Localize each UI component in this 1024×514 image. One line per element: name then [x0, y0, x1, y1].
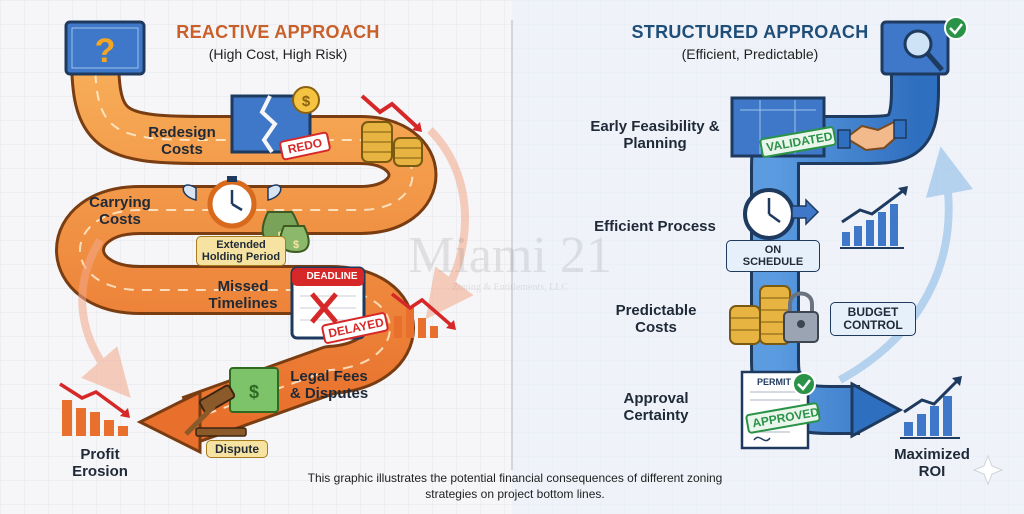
reactive-sweep-right: [425, 127, 474, 320]
structured-arrowhead: [850, 381, 904, 439]
reactive-subtitle: (High Cost, High Risk): [208, 46, 348, 62]
svg-text:$: $: [249, 382, 259, 402]
sparkle-icon: [972, 454, 1004, 486]
step-early-feasibility: Early Feasibility & Planning: [590, 118, 720, 152]
handshake-icon: [837, 119, 907, 152]
gavel-icon: $: [184, 367, 279, 437]
coin-stack-lock-icon: [729, 285, 819, 345]
question-blueprint-icon: ?: [64, 20, 146, 76]
structured-subtitle: (Efficient, Predictable): [681, 46, 819, 62]
step-approval-certainty: Approval Certainty: [623, 390, 689, 424]
falling-bar-chart-icon-mid: [390, 292, 456, 338]
dispute-tag: Dispute: [206, 440, 268, 458]
down-trend-icon-top: [360, 94, 420, 130]
structured-sweep: [838, 146, 974, 384]
reactive-title: REACTIVE APPROACH: [176, 22, 380, 42]
permit-label: PERMIT: [756, 377, 791, 387]
rising-bar-chart-icon-mid: [840, 186, 908, 249]
maximized-roi-chart-icon: [900, 376, 962, 439]
coin-stack-icon: [361, 121, 423, 167]
svg-text:?: ?: [95, 32, 116, 70]
svg-text:$: $: [302, 93, 311, 110]
clock-icon: [743, 188, 820, 240]
deadline-label: DEADLINE: [306, 271, 358, 282]
profit-erosion-chart-icon: [59, 382, 130, 436]
footer-caption: This graphic illustrates the potential f…: [307, 471, 723, 501]
watermark-sub: Zoning & Entitlements, LLC: [451, 282, 569, 293]
extended-holding-period-tag: Extended Holding Period: [196, 236, 286, 266]
step-missed-timelines: Missed Timelines: [208, 278, 278, 312]
step-efficient-process: Efficient Process: [594, 218, 716, 235]
watermark-main: Miami 21: [408, 227, 612, 284]
step-maximized-roi: Maximized ROI: [894, 446, 970, 480]
budget-control-tag: BUDGET CONTROL: [830, 302, 916, 336]
step-profit-erosion: Profit Erosion: [72, 446, 128, 480]
svg-text:$: $: [293, 239, 299, 251]
magnifier-blueprint-icon: [880, 16, 968, 76]
step-predictable-costs: Predictable Costs: [615, 302, 697, 336]
step-legal-fees: Legal Fees & Disputes: [289, 368, 369, 402]
reactive-sweep-left: [78, 237, 131, 399]
winged-stopwatch-icon: [182, 176, 282, 229]
on-schedule-tag: ON SCHEDULE: [726, 240, 820, 272]
step-redesign-costs: Redesign Costs: [148, 124, 216, 158]
structured-title: STRUCTURED APPROACH: [631, 22, 869, 42]
step-carrying-costs: Carrying Costs: [89, 194, 151, 228]
